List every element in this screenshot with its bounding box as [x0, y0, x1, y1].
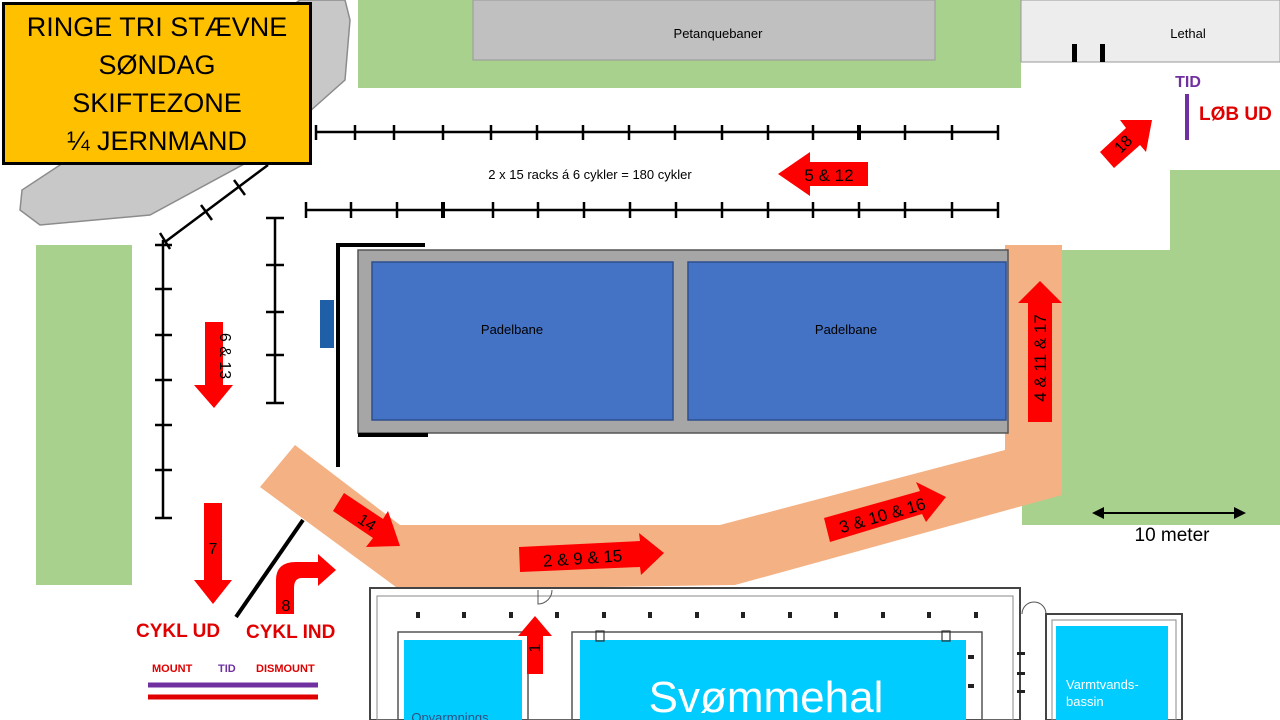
bike-rack-row-second	[304, 202, 1000, 218]
arrow-5-label: 5 & 12	[804, 166, 853, 185]
bike-rack-vertical-right	[266, 216, 284, 405]
lethal-door-left	[1072, 44, 1077, 62]
warm-pool-inner	[1051, 619, 1177, 720]
tid-top-label: TID	[1175, 74, 1201, 91]
lethal-door-right	[1100, 44, 1105, 62]
grass-top-right	[935, 0, 1021, 88]
run-out-label: LØB UD	[1199, 104, 1272, 125]
title-line-4: ¼ JERNMAND	[66, 125, 248, 156]
racks-info-label: 2 x 15 racks á 6 cykler = 180 cykler	[488, 167, 692, 182]
grass-left	[36, 245, 132, 585]
lethal-building	[1020, 0, 1280, 63]
petanque-court	[472, 0, 936, 61]
main-pool	[580, 640, 966, 720]
grass-right	[1022, 170, 1280, 525]
swim-hall-side-door	[1021, 601, 1047, 615]
tid-bottom-label: TID	[218, 663, 236, 675]
main-pool-frame	[571, 631, 983, 720]
padel-court-right	[687, 261, 1007, 421]
arrow-8-shape	[276, 554, 336, 614]
grass-top-mid	[473, 58, 936, 88]
arrow-8-label: 8	[282, 598, 291, 615]
mount-label: MOUNT	[152, 663, 193, 675]
arrow-7-label: 7	[209, 541, 218, 558]
run-path	[260, 245, 1062, 590]
swim-hall-side-marks	[968, 652, 1025, 693]
arrow-4-shape	[1018, 281, 1062, 422]
arrow-4-label: 4 & 11 & 17	[1031, 314, 1050, 402]
title-box: RINGE TRI STÆVNE SØNDAG SKIFTEZONE ¼ JER…	[2, 2, 312, 165]
swim-hall-columns	[416, 612, 978, 618]
arrow-6-label: 6 & 13	[216, 333, 233, 379]
bike-in-label: CYKL IND	[246, 622, 335, 643]
scale-label: 10 meter	[1135, 525, 1211, 546]
warm-pool	[1056, 626, 1168, 720]
pool-ladder-left	[595, 630, 605, 642]
warmup-pool-label: Opvarmnings	[411, 710, 489, 720]
arrow-14-shape	[333, 493, 400, 547]
arrow-5-shape	[778, 152, 868, 196]
padel-label-right: Padelbane	[815, 322, 877, 337]
warm-pool-label-1: Varmtvands-	[1066, 677, 1139, 692]
lethal-label: Lethal	[1170, 26, 1206, 41]
bike-rack-diagonal	[158, 163, 269, 250]
title-line-3: SKIFTEZONE	[72, 87, 242, 118]
arrow-18-shape	[1100, 120, 1152, 168]
arrow-6-shape	[194, 322, 233, 408]
padel-court-left	[371, 261, 674, 421]
arrow-7-shape	[194, 503, 232, 604]
bike-exit-divider	[234, 518, 305, 619]
arrow-1-label: 1	[527, 643, 544, 652]
title-line-2: SØNDAG	[98, 49, 216, 80]
title-line-1: RINGE TRI STÆVNE	[26, 11, 288, 42]
warmup-pool	[404, 640, 522, 720]
grass-top-left	[358, 0, 473, 88]
dismount-label: DISMOUNT	[256, 663, 315, 675]
blue-sign	[320, 300, 334, 348]
petanque-label: Petanquebaner	[674, 26, 764, 41]
swim-hall-inner	[376, 595, 1014, 720]
bike-out-label: CYKL UD	[136, 621, 220, 642]
bike-rack-vertical-left	[155, 240, 172, 520]
scale-bar	[1092, 507, 1246, 519]
pool-ladder-right	[941, 630, 951, 642]
bike-rack-row-top	[314, 125, 1000, 140]
arrow-2-shape	[519, 533, 664, 575]
padel-label-left: Padelbane	[481, 322, 543, 337]
warm-pool-label-2: bassin	[1066, 694, 1104, 709]
arrow-3-shape	[824, 482, 946, 542]
padel-fence	[336, 243, 425, 467]
warmup-pool-frame	[397, 631, 529, 720]
swim-hall-label: Svømmehal	[649, 673, 884, 720]
arrow-1-shape	[518, 616, 552, 674]
swim-hall-door	[537, 589, 553, 605]
